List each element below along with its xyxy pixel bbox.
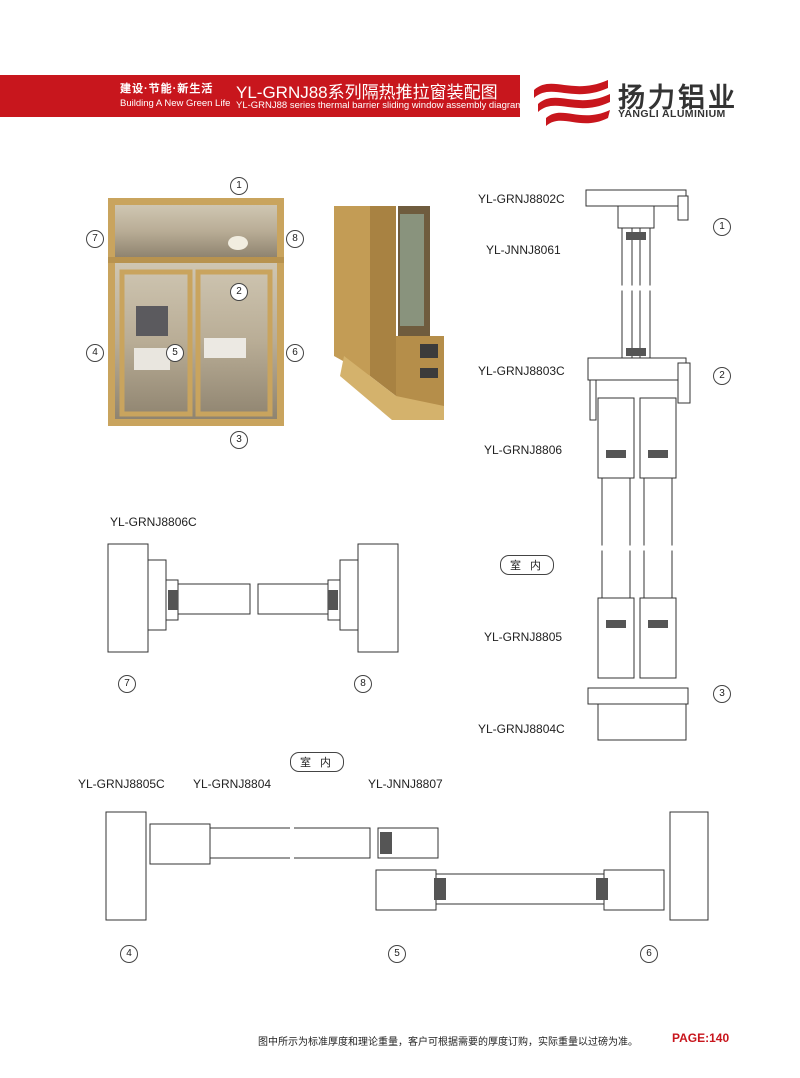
- footer-note: 图中所示为标准厚度和理论重量，客户可根据需要的厚度订购，实际重量以过磅为准。: [258, 1037, 638, 1048]
- callout-7: 7: [86, 230, 104, 248]
- label-grnj8804: YL-GRNJ8804: [193, 777, 272, 791]
- window-elevation-illustration: [108, 198, 284, 426]
- callout-3: 3: [230, 431, 248, 449]
- horizontal-callout-5: 5: [388, 945, 406, 963]
- detail-callout-8: 8: [354, 675, 372, 693]
- header-banner: [0, 75, 520, 117]
- callout-2: 2: [230, 283, 248, 301]
- horizontal-callout-6: 6: [640, 945, 658, 963]
- label-grnj8802c: YL-GRNJ8802C: [478, 192, 565, 206]
- brand-name-en: YANGLI ALUMINIUM: [618, 108, 726, 120]
- label-grnj8806: YL-GRNJ8806: [484, 443, 563, 457]
- label-grnj8803c: YL-GRNJ8803C: [478, 364, 565, 378]
- room-label-horizontal: 室 内: [290, 752, 345, 772]
- brand-name-cn: 扬力铝业: [618, 83, 738, 113]
- label-grnj8806c: YL-GRNJ8806C: [110, 515, 197, 529]
- vertical-callout-2: 2: [713, 367, 731, 385]
- callout-1: 1: [230, 177, 248, 195]
- yangli-logo-icon: [534, 80, 610, 126]
- horizontal-callout-4: 4: [120, 945, 138, 963]
- vertical-section-drawing: [578, 189, 698, 741]
- label-grnj8804c: YL-GRNJ8804C: [478, 722, 565, 736]
- label-grnj8805: YL-GRNJ8805: [484, 630, 563, 644]
- label-grnj8805c: YL-GRNJ8805C: [78, 777, 165, 791]
- label-jnnj8061: YL-JNNJ8061: [486, 243, 561, 257]
- vertical-callout-1: 1: [713, 218, 731, 236]
- callout-8: 8: [286, 230, 304, 248]
- vertical-callout-3: 3: [713, 685, 731, 703]
- detail-7-8-drawing: [107, 543, 399, 653]
- room-label-vertical: 室 内: [500, 555, 555, 575]
- page-number: PAGE:140: [672, 1031, 730, 1045]
- profile-3d-render: [334, 206, 444, 420]
- tagline-cn: 建设·节能·新生活: [120, 83, 214, 95]
- page-title: YL-GRNJ88系列隔热推拉窗装配图: [236, 83, 498, 102]
- label-jnnj8807: YL-JNNJ8807: [368, 777, 443, 791]
- detail-callout-7: 7: [118, 675, 136, 693]
- callout-6: 6: [286, 344, 304, 362]
- page-subtitle: YL-GRNJ88 series thermal barrier sliding…: [236, 100, 524, 111]
- tagline-en: Building A New Green Life: [120, 98, 231, 109]
- callout-5: 5: [166, 344, 184, 362]
- horizontal-section-drawing: [105, 811, 709, 921]
- callout-4: 4: [86, 344, 104, 362]
